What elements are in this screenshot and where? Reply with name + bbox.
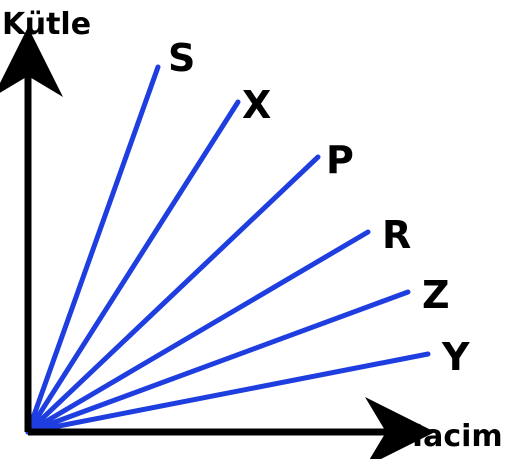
series-label-p: P [326, 138, 354, 182]
series-line-r [25, 229, 371, 435]
series-label-r: R [382, 213, 411, 257]
series-line-z [25, 289, 411, 435]
series-lines [25, 64, 431, 435]
series-label-s: S [168, 36, 195, 80]
series-line-x [25, 99, 241, 435]
series-label-y: Y [441, 335, 470, 379]
series-label-x: X [242, 83, 271, 127]
series-line-s [25, 64, 161, 435]
y-axis-label: Kütle [2, 7, 91, 42]
x-axis-label: Hacim [398, 419, 503, 454]
series-line-y [25, 351, 431, 435]
series-label-z: Z [422, 273, 450, 317]
series-line-p [25, 154, 321, 435]
